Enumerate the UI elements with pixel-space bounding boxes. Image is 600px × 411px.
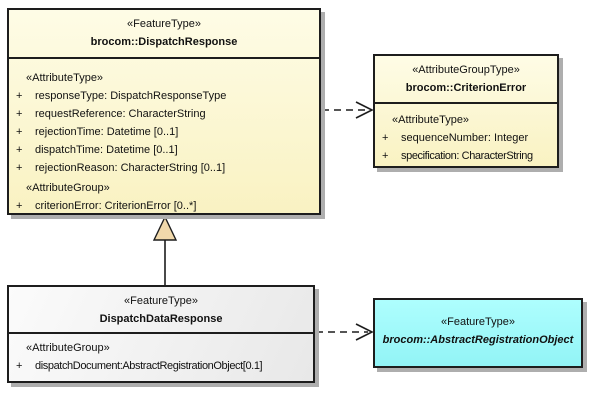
attribute-text: specification: CharacterString <box>401 150 533 162</box>
attribute-row: + dispatchDocument:AbstractRegistrationO… <box>9 357 313 375</box>
section-label: «AttributeType» <box>26 72 104 84</box>
attribute-text: responseType: DispatchResponseType <box>35 90 227 102</box>
class-name: brocom::AbstractRegistrationObject <box>382 334 574 346</box>
attribute-row: + rejectionTime: Datetime [0..1] <box>9 123 319 141</box>
attributes-compartment: «AttributeGroup» + dispatchDocument:Abst… <box>9 332 313 375</box>
attribute-text: dispatchDocument:AbstractRegistrationObj… <box>35 360 263 372</box>
attributes-compartment: «AttributeType» + responseType: Dispatch… <box>9 57 319 215</box>
class-name: DispatchDataResponse <box>99 313 223 325</box>
class-box-dispatch-data-response[interactable]: «FeatureType» DispatchDataResponse «Attr… <box>7 285 315 383</box>
section-label: «AttributeType» <box>392 114 470 126</box>
stereotype-label: «FeatureType» <box>124 295 198 307</box>
visibility-plus: + <box>382 132 389 144</box>
attribute-text: requestReference: CharacterString <box>35 108 206 120</box>
class-box-abstract-registration-object[interactable]: «FeatureType» brocom::AbstractRegistrati… <box>373 298 583 368</box>
visibility-plus: + <box>16 144 23 156</box>
attribute-text: criterionError: CriterionError [0..*] <box>35 200 197 212</box>
visibility-plus: + <box>16 200 23 212</box>
visibility-plus: + <box>16 90 23 102</box>
attribute-text: rejectionTime: Datetime [0..1] <box>35 126 179 138</box>
stereotype-label: «FeatureType» <box>441 316 515 328</box>
visibility-plus: + <box>16 126 23 138</box>
section-label: «AttributeGroup» <box>26 342 110 354</box>
attribute-text: dispatchTime: Datetime [0..1] <box>35 144 178 156</box>
attributes-compartment: «AttributeType» + sequenceNumber: Intege… <box>375 102 557 165</box>
dependency-arrow-criterion-error[interactable] <box>322 101 374 119</box>
class-box-dispatch-response[interactable]: «FeatureType» brocom::DispatchResponse «… <box>7 8 321 215</box>
attribute-row: + dispatchTime: Datetime [0..1] <box>9 141 319 159</box>
stereotype-label: «AttributeGroupType» <box>412 64 520 76</box>
attribute-row: + requestReference: CharacterString <box>9 105 319 123</box>
attribute-text: rejectionReason: CharacterString [0..1] <box>35 162 226 174</box>
class-name: brocom::CriterionError <box>405 82 527 94</box>
dependency-arrow-abstract-registration-object[interactable] <box>316 323 374 341</box>
attribute-row: + specification: CharacterString <box>375 147 557 165</box>
attribute-row: + sequenceNumber: Integer <box>375 129 557 147</box>
generalization-arrow[interactable] <box>152 215 178 285</box>
attribute-row: + rejectionReason: CharacterString [0..1… <box>9 159 319 177</box>
attribute-row: + responseType: DispatchResponseType <box>9 87 319 105</box>
visibility-plus: + <box>382 150 389 162</box>
class-box-criterion-error[interactable]: «AttributeGroupType» brocom::CriterionEr… <box>373 54 559 168</box>
visibility-plus: + <box>16 162 23 174</box>
attribute-text: sequenceNumber: Integer <box>401 132 529 144</box>
stereotype-label: «FeatureType» <box>127 18 201 30</box>
section-label: «AttributeGroup» <box>26 182 110 194</box>
class-name: brocom::DispatchResponse <box>90 36 238 48</box>
visibility-plus: + <box>16 360 23 372</box>
attribute-row: + criterionError: CriterionError [0..*] <box>9 197 319 215</box>
visibility-plus: + <box>16 108 23 120</box>
